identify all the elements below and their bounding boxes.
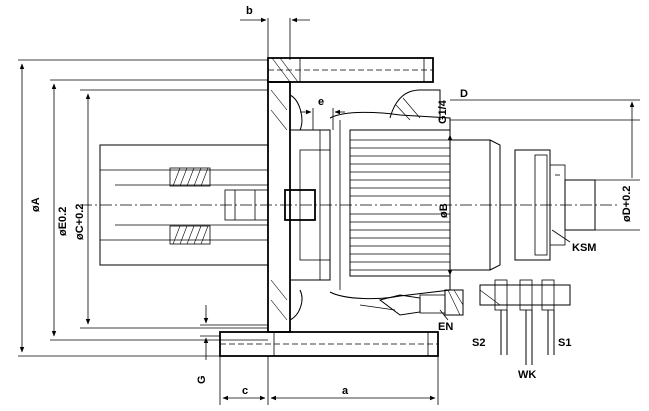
spring-upper bbox=[169, 167, 211, 187]
bellows-ribs bbox=[350, 139, 450, 271]
dimension-g14-d: G1/4 D bbox=[437, 88, 640, 124]
dimension-e: e bbox=[300, 96, 345, 130]
label-s1: S1 bbox=[558, 337, 571, 349]
dimension-c-a: c a bbox=[219, 356, 439, 405]
dimension-dia-b: øB bbox=[438, 134, 453, 276]
dimension-dia-a: øA bbox=[18, 59, 268, 357]
label-g: G bbox=[196, 375, 208, 384]
label-ksm: KSM bbox=[572, 242, 596, 254]
label-g14: G1/4 bbox=[437, 99, 449, 124]
label-d: D bbox=[460, 88, 468, 100]
label-dia-d: øD+0.2 bbox=[621, 186, 633, 222]
dimension-dia-d: øD+0.2 bbox=[595, 101, 640, 231]
bellows-body bbox=[329, 111, 451, 311]
label-en: EN bbox=[438, 321, 453, 333]
label-s2: S2 bbox=[472, 337, 485, 349]
air-port-boss bbox=[389, 89, 441, 121]
center-nut bbox=[284, 120, 341, 290]
label-b: b bbox=[246, 5, 253, 17]
label-dia-b: øB bbox=[438, 203, 450, 218]
spring-lower bbox=[169, 225, 211, 245]
dimension-b: b bbox=[240, 5, 310, 60]
label-e: e bbox=[318, 96, 324, 108]
label-wk: WK bbox=[518, 369, 536, 381]
label-c: c bbox=[242, 385, 248, 397]
label-dia-c: øC+0.2 bbox=[74, 204, 86, 240]
dimension-dia-e: øE0.2 bbox=[50, 79, 268, 341]
bottom-fittings bbox=[378, 279, 571, 365]
label-a: a bbox=[342, 385, 349, 397]
label-dia-e: øE0.2 bbox=[57, 207, 69, 236]
top-flange bbox=[267, 57, 434, 83]
dimension-g: G bbox=[196, 305, 268, 384]
bottom-flange bbox=[219, 331, 439, 357]
label-dia-a: øA bbox=[30, 197, 42, 212]
dimension-dia-c: øC+0.2 bbox=[74, 89, 268, 329]
